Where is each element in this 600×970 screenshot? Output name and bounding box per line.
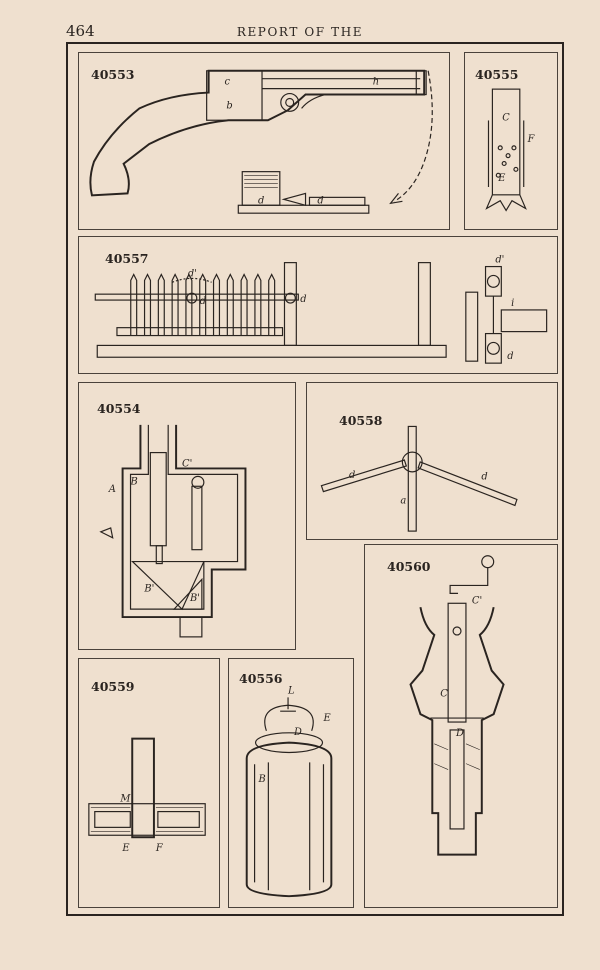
fig-40556-label-d: D [293, 727, 302, 738]
press-drawing: C' C D [409, 555, 505, 856]
valve-drawing: C' A B B' B' [99, 424, 247, 638]
figure-40560-number: 40560 [387, 559, 431, 574]
fig-40554-label-b: B [130, 476, 138, 487]
fig-40560-label-c-prime: C' [472, 595, 482, 606]
fig-40553-label-b: b [226, 100, 232, 111]
fig-40559-label-f: F [155, 843, 164, 854]
figure-40555-number: 40555 [475, 67, 519, 82]
fig-40553-label-c: c [224, 77, 230, 88]
figure-40559-number: 40559 [91, 679, 135, 694]
figure-40557-number: 40557 [105, 251, 149, 266]
figure-40558-panel: 40558 d d a [306, 382, 558, 540]
fig-40557-label-d-prime-roller: d' [495, 255, 504, 266]
figure-40553-panel: 40553 c b h d d [78, 52, 450, 230]
fig-40557-label-i: i [511, 298, 514, 309]
fig-40557-label-d-post: d [300, 294, 306, 305]
fig-40555-label-e: E [497, 173, 505, 184]
figure-40556-number: 40556 [239, 671, 283, 686]
tube-drawing: C F E [485, 88, 536, 212]
figure-40555-panel: 40555 C F E [464, 52, 558, 230]
fig-40557-label-d-prime: d' [188, 268, 197, 279]
figure-40557-panel: 40557 d' d d [78, 236, 558, 374]
canister-drawing: L E D B [245, 685, 333, 898]
fig-40558-label-a: a [400, 495, 406, 506]
fig-40553-label-d-right: d [317, 195, 323, 206]
fig-40554-label-c-prime: C' [182, 458, 192, 469]
fig-40554-label-b-prime-left: B' [143, 583, 154, 594]
fence-drawing: d' d d d' i d [94, 255, 548, 364]
figure-40553-number: 40553 [91, 67, 135, 82]
fig-40554-label-a: A [108, 484, 116, 495]
figure-40554-number: 40554 [97, 401, 141, 416]
fig-40560-label-d: D [455, 728, 464, 739]
fig-40555-label-c: C [502, 112, 510, 123]
figure-40559-panel: 40559 M E F [78, 658, 220, 908]
figure-40554-panel: 40554 C' A B B' B' [78, 382, 296, 650]
figure-40560-panel: 40560 C' C D [364, 544, 558, 908]
figure-40558-number: 40558 [339, 413, 383, 428]
fig-40557-label-d-roller: d [507, 351, 513, 362]
figure-plate-frame: 40553 c b h d d 40555 [66, 42, 564, 916]
page-number: 464 [66, 22, 95, 40]
fig-40559-label-m: M [119, 794, 131, 805]
rod-joint-drawing: d d a [320, 425, 518, 532]
figure-40556-panel: 40556 L E D B [228, 658, 354, 908]
fig-40554-label-b-prime-right: B' [189, 593, 200, 604]
fig-40553-label-h: h [373, 77, 379, 88]
running-head: REPORT OF THE [236, 25, 364, 39]
fig-40557-label-d-center: d [200, 296, 206, 307]
fig-40556-label-e: E [322, 713, 331, 724]
fig-40553-label-d-left: d [258, 195, 264, 206]
pistol-drawing: c b h d d [89, 69, 433, 214]
fig-40559-label-e: E [121, 843, 130, 854]
fig-40560-label-c: C [440, 688, 448, 699]
pipe-junction-drawing: M E F [88, 737, 206, 854]
fig-40558-label-d-left: d [349, 470, 355, 481]
fig-40556-label-l: L [287, 685, 295, 696]
fig-40558-label-d-right: d [481, 472, 487, 483]
fig-40556-label-b: B [258, 774, 266, 785]
fig-40555-label-f: F [527, 134, 536, 145]
